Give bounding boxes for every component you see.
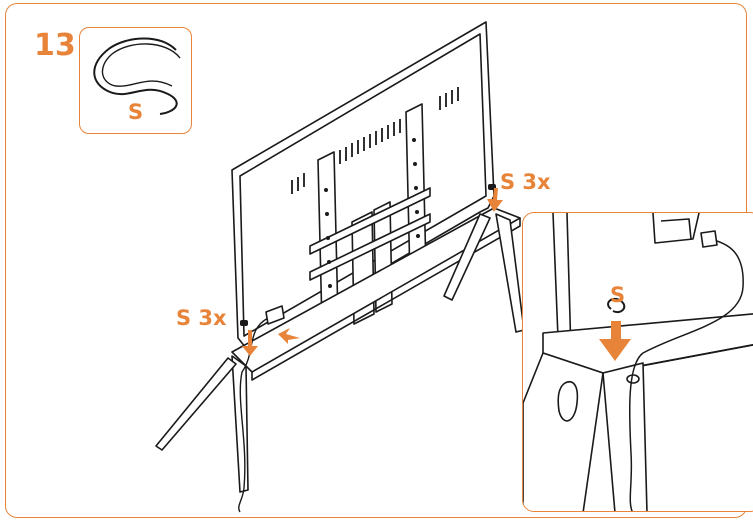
callout-left: S 3x	[176, 306, 227, 330]
detail-inset	[522, 212, 753, 512]
detail-cable	[628, 238, 744, 511]
stand-leg-left-back	[155, 357, 237, 451]
step-number: 13	[34, 28, 76, 63]
callout-right: S 3x	[500, 170, 551, 194]
detail-leg-back	[523, 352, 604, 511]
detail-illustration	[523, 213, 753, 511]
orange-arrow-icon	[242, 188, 503, 356]
part-label: S	[127, 100, 144, 124]
tv-back-panel	[231, 21, 495, 349]
detail-bracket	[652, 213, 700, 244]
callout-detail: S	[610, 283, 626, 307]
stand-leg-right-back	[443, 213, 491, 301]
part-box: S	[79, 27, 192, 134]
tv-vents	[291, 87, 459, 194]
detail-leg-front	[602, 362, 648, 511]
detail-arrow	[599, 321, 631, 361]
stand-leg-left-front	[231, 355, 249, 493]
stand-leg-right-front	[495, 213, 525, 333]
detail-leg-slot	[557, 381, 579, 422]
detail-s-clip	[607, 297, 626, 313]
s-clip-icon	[93, 37, 181, 115]
s-clip-left	[240, 320, 248, 326]
